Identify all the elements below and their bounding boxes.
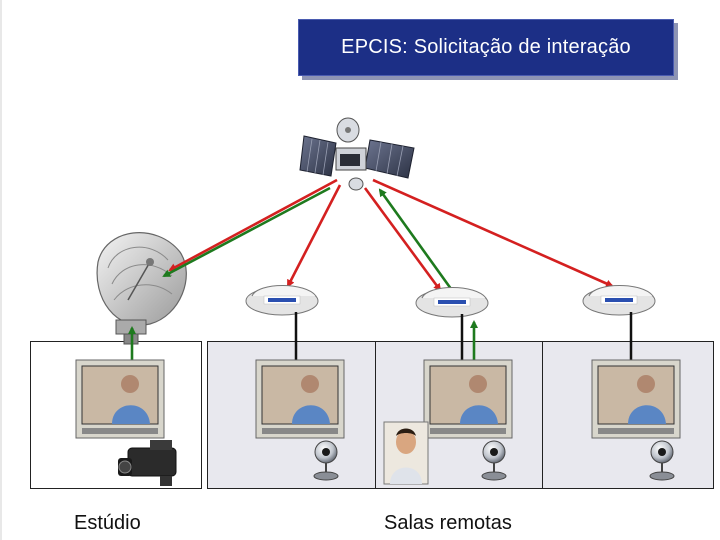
webcam-icon (313, 440, 339, 481)
arrow-green-room2-to-satellite (378, 188, 461, 301)
arrow-red-to-room-1 (286, 184, 342, 288)
slide-left-border (0, 0, 2, 540)
webcam-icon (481, 440, 507, 481)
slide-title-text: EPCIS: Solicitação de interação (341, 36, 631, 58)
tv-monitor-icon (255, 359, 345, 439)
directv-dish-icon (582, 285, 656, 316)
directv-dish-icon (415, 287, 489, 318)
studio-label: Estúdio (74, 512, 141, 534)
directv-dish-icon (245, 285, 319, 316)
remote-rooms-label: Salas remotas (384, 512, 512, 534)
tv-monitor-icon (75, 359, 165, 439)
satellite-icon (299, 117, 415, 191)
arrow-red-to-room-3 (372, 178, 614, 288)
arrow-red-to-studio (168, 178, 338, 272)
uplink-dish-icon (96, 232, 187, 345)
slide-title: EPCIS: Solicitação de interação (298, 19, 674, 76)
arrow-green-satellite-to-studio (162, 186, 331, 278)
webcam-icon (649, 440, 675, 481)
video-camera-icon (118, 440, 177, 486)
student-photo (383, 421, 429, 485)
arrow-red-to-room-2 (363, 187, 442, 292)
tv-monitor-icon (591, 359, 681, 439)
tv-monitor-icon (423, 359, 513, 439)
